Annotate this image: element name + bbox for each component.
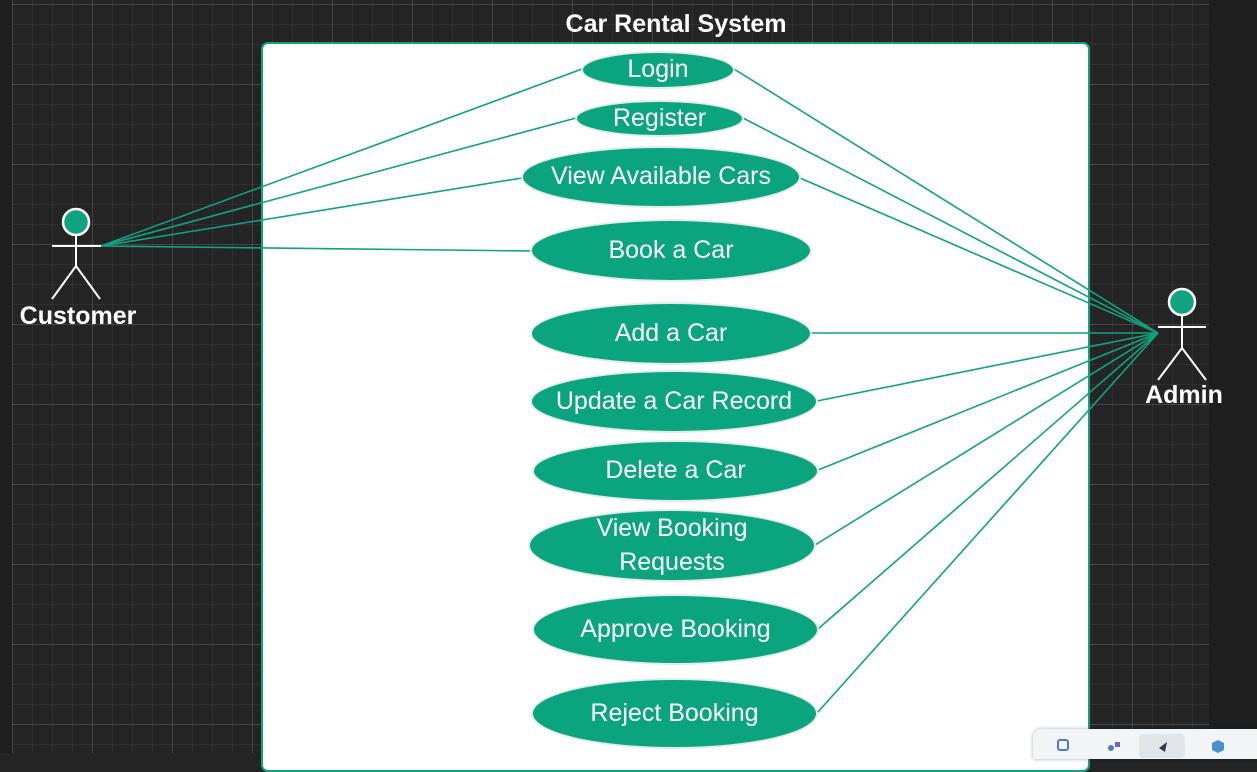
usecase-book-a-car[interactable]: Book a Car: [530, 219, 812, 282]
pointer-tool-icon[interactable]: [1139, 734, 1185, 758]
assoc-admin-reject: [816, 332, 1159, 714]
assoc-admin-view-cars: [799, 177, 1159, 334]
usecase-approve-booking[interactable]: Approve Booking: [532, 594, 819, 665]
assoc-customer-login: [100, 68, 583, 247]
admin-actor-icon: [1157, 287, 1207, 381]
assoc-customer-view-cars: [100, 177, 523, 247]
shapes-tool-icon[interactable]: [1107, 739, 1121, 753]
assoc-admin-approve: [817, 332, 1159, 630]
assoc-admin-login: [733, 68, 1159, 334]
right-panel-edge: [1209, 0, 1257, 753]
canvas-tool-icon[interactable]: [1057, 739, 1069, 751]
usecase-login[interactable]: Login: [581, 51, 735, 89]
usecase-view-available-cars[interactable]: View Available Cars: [521, 146, 801, 208]
assoc-admin-update-car: [816, 332, 1159, 402]
association-lines: [51, 68, 1207, 714]
assoc-admin-register: [742, 117, 1159, 334]
usecase-delete-a-car[interactable]: Delete a Car: [532, 440, 819, 502]
usecase-view-booking-requests[interactable]: View Booking Requests: [528, 509, 816, 582]
assoc-customer-book-car: [100, 245, 532, 252]
usecase-update-a-car-record[interactable]: Update a Car Record: [530, 370, 818, 433]
assoc-admin-delete-car: [817, 332, 1159, 471]
left-panel-edge: [0, 0, 12, 753]
usecase-reject-booking[interactable]: Reject Booking: [531, 678, 818, 749]
customer-actor-icon: [51, 207, 101, 300]
admin-label: Admin: [1145, 381, 1223, 409]
system-title: Car Rental System: [565, 10, 787, 38]
cube-tool-icon[interactable]: [1211, 739, 1225, 753]
usecase-add-a-car[interactable]: Add a Car: [530, 302, 812, 365]
canvas-toolbar: [1033, 729, 1257, 759]
customer-label: Customer: [19, 302, 137, 330]
assoc-customer-register: [100, 117, 577, 247]
assoc-admin-view-requests: [814, 332, 1159, 546]
usecase-register[interactable]: Register: [575, 100, 744, 137]
